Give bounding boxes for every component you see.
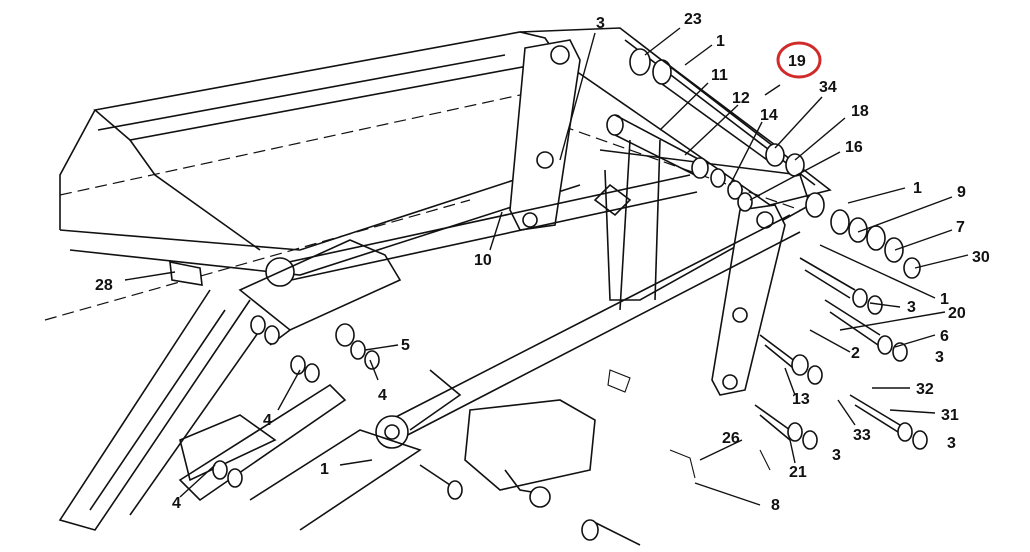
part-label: 3 [947,435,956,452]
part-label: 4 [263,412,272,429]
part-label: 1 [940,291,949,308]
washer-stack-right [805,192,921,279]
part-label: 1 [913,180,922,197]
part-label: 14 [760,107,778,124]
part-label: 10 [474,252,492,269]
part-label: 30 [972,249,990,266]
part-label: 6 [940,328,949,345]
part-label: 5 [401,337,410,354]
highlight-ring [776,41,822,79]
part-label: 7 [956,219,965,236]
part-label: 3 [832,447,841,464]
part-label: 28 [95,277,113,294]
part-label: 1 [716,33,725,50]
part-label: 33 [853,427,871,444]
part-label: 3 [935,349,944,366]
part-label: 32 [916,381,934,398]
part-label: 34 [819,79,837,96]
part-label: 11 [711,67,728,84]
part-label: 13 [792,391,810,408]
part-label: 16 [845,139,863,156]
label-19: 19 [788,53,806,70]
part-labels: 19 23 3 1 11 12 14 34 18 16 1 9 7 30 1 2… [95,11,990,514]
part-label: 9 [957,184,966,201]
part-label: 1 [320,461,329,478]
part-label: 12 [732,90,750,107]
callout-leaders [124,27,969,506]
part-label: 4 [172,495,181,512]
pin-rows-right [581,257,928,546]
part-label: 2 [851,345,860,362]
small-parts-left [169,261,771,500]
pin-bushing-stack-top [629,48,805,177]
part-label: 8 [771,497,780,514]
part-label: 4 [378,387,387,404]
part-label: 3 [907,299,916,316]
pin-stack-mid [606,114,753,212]
part-label: 20 [948,305,966,322]
part-label: 23 [684,11,702,28]
boom-drawing [44,27,928,546]
part-label: 3 [596,15,605,32]
part-label: 26 [722,430,740,447]
part-label: 31 [941,407,959,424]
part-label: 21 [789,464,807,481]
part-label: 18 [851,103,869,120]
